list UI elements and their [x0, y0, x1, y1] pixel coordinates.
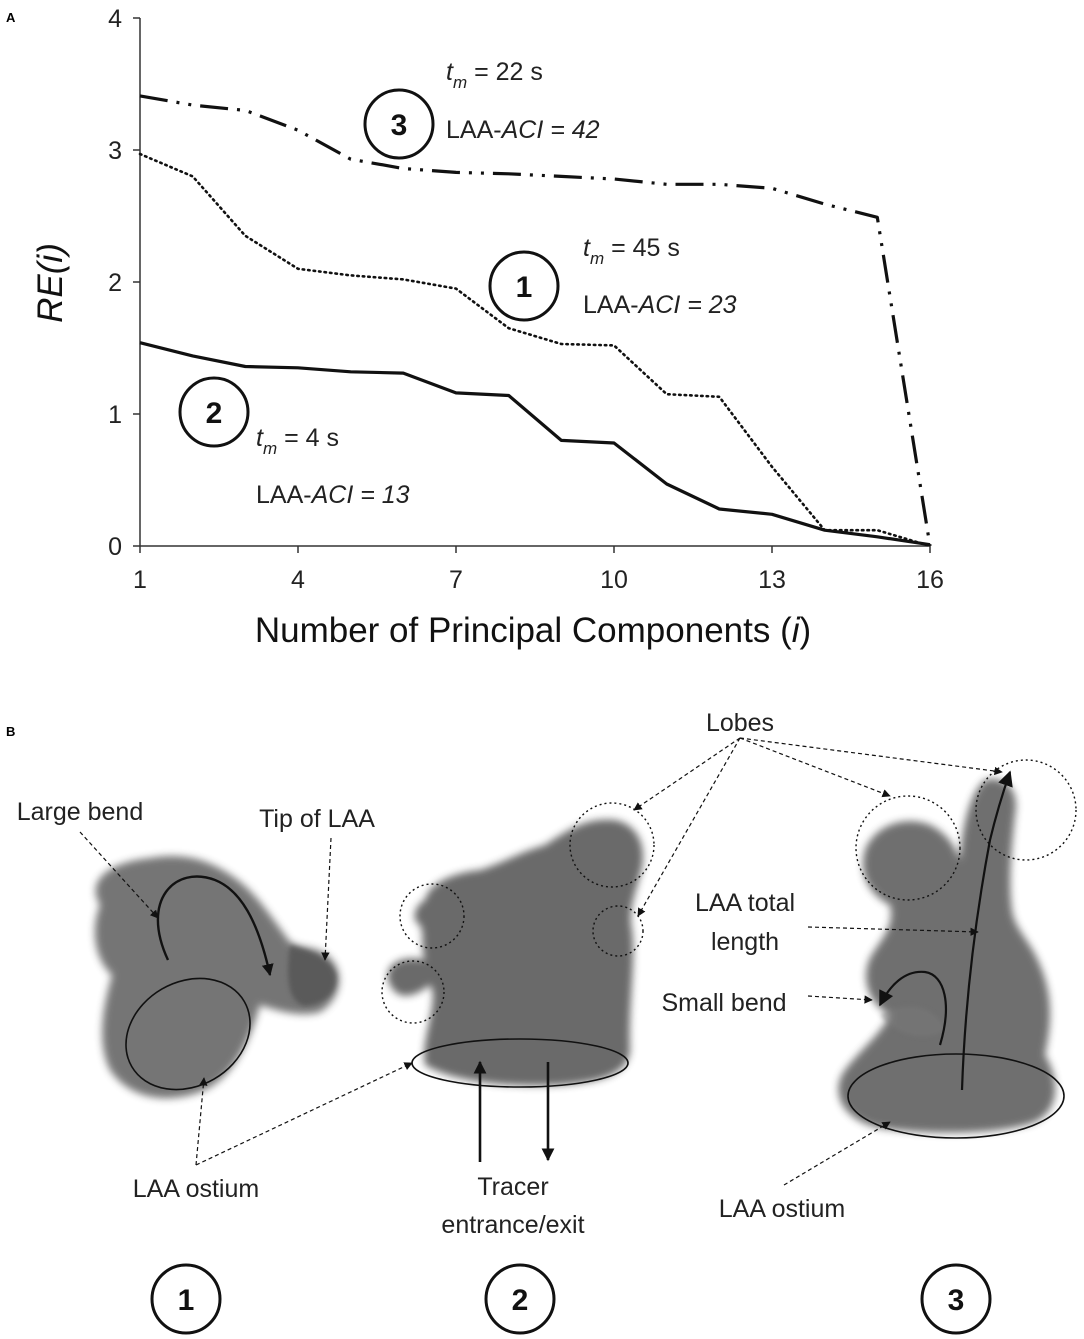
laa-ostium-outline-3	[847, 1053, 1065, 1139]
leader-small-bend	[807, 995, 873, 1004]
leader-lobe-2	[637, 737, 741, 917]
x-tick-label: 4	[291, 566, 305, 594]
series-1-tm: tm = 45 s	[583, 234, 680, 268]
x-tick-label: 13	[758, 566, 786, 594]
lobe-circle-2c	[381, 960, 445, 1024]
series-2-line	[139, 341, 931, 547]
y-tick-label: 4	[108, 5, 122, 33]
x-axis-title: Number of Principal Components (i)	[255, 611, 811, 650]
lobe-circle-3b	[855, 795, 961, 901]
series-3-badge: 3	[391, 109, 408, 142]
series-1-line	[138, 152, 932, 548]
small-bend-arrow	[879, 970, 947, 1046]
series-2-badge: 2	[206, 397, 223, 430]
tracer-label-line2: entrance/exit	[441, 1211, 584, 1239]
series-2-badge-circle	[178, 376, 250, 448]
bottom-badge-2-label: 2	[512, 1284, 529, 1317]
x-tick-label: 10	[600, 566, 628, 594]
tip-of-laa-label: Tip of LAA	[259, 805, 375, 833]
bottom-badge-3-label: 3	[948, 1284, 965, 1317]
small-bend-label: Small bend	[661, 989, 786, 1017]
x-tick-label: 7	[449, 566, 463, 594]
total-length-label-line2: length	[711, 928, 779, 956]
series-3-annotation: 3 tm = 22 s LAA-ACI = 42	[363, 58, 600, 160]
bottom-badge-1: 1	[150, 1263, 222, 1335]
y-tick-label: 0	[108, 533, 122, 561]
leader-lobe-3	[739, 737, 891, 798]
leader-total-length	[807, 926, 979, 936]
x-tick-label: 1	[133, 566, 147, 594]
series-1-annotation: 1 tm = 45 s LAA-ACI = 23	[488, 234, 737, 322]
leader-ostium-2	[195, 1062, 413, 1166]
total-length-arrow	[960, 770, 1013, 1091]
series-1-badge: 1	[516, 271, 533, 304]
leader-large-bend	[79, 831, 159, 919]
series-3-badge-circle	[363, 88, 435, 160]
panel-b-letter: B	[6, 724, 15, 739]
laa-ostium-outline-1	[125, 977, 251, 1091]
laa-ostium-label-right: LAA ostium	[719, 1195, 845, 1223]
series-2-annotation: 2 tm = 4 s LAA-ACI = 13	[178, 376, 410, 509]
series-2-aci: LAA-ACI = 13	[256, 481, 410, 509]
series-3-tm: tm = 22 s	[446, 58, 543, 92]
series-1-badge-circle	[488, 250, 560, 322]
bottom-badge-3-circle	[920, 1263, 992, 1335]
total-length-label-line1: LAA total	[695, 889, 795, 917]
series-2-tm: tm = 4 s	[256, 424, 339, 458]
bottom-badge-1-circle	[150, 1263, 222, 1335]
bottom-badge-3: 3	[920, 1263, 992, 1335]
lobe-circle-2a	[569, 802, 655, 888]
y-tick-label: 3	[108, 137, 122, 165]
leader-ostium-3	[783, 1121, 891, 1186]
bottom-badge-2: 2	[484, 1263, 556, 1335]
leader-lobe-1	[633, 737, 741, 811]
panel-a-letter: A	[6, 10, 16, 25]
laa-image-3	[838, 779, 1056, 1133]
lobe-circle-2d	[592, 905, 644, 957]
bottom-badge-2-circle	[484, 1263, 556, 1335]
leader-ostium-1	[195, 1077, 208, 1166]
leader-tip-of-laa	[321, 837, 332, 961]
tracer-label-line1: Tracer	[477, 1173, 548, 1201]
leader-lobe-4	[739, 737, 1003, 776]
lobe-circle-2b	[399, 883, 465, 949]
series-1-aci: LAA-ACI = 23	[583, 291, 737, 319]
laa-image-2	[387, 819, 643, 1086]
y-tick-label: 2	[108, 269, 122, 297]
lobes-label: Lobes	[706, 709, 774, 737]
laa-image-1	[94, 856, 340, 1099]
lobe-circle-3a	[975, 759, 1077, 861]
y-tick-label: 1	[108, 401, 122, 429]
large-bend-label: Large bend	[17, 798, 144, 826]
x-tick-label: 16	[916, 566, 944, 594]
bottom-badge-1-label: 1	[178, 1284, 195, 1317]
laa-ostium-label-left: LAA ostium	[133, 1175, 259, 1203]
series-3-line	[139, 94, 932, 547]
series-3-aci: LAA-ACI = 42	[446, 116, 600, 144]
y-axis-title: RE(i)	[31, 243, 70, 323]
leader-lines	[79, 737, 1003, 1186]
